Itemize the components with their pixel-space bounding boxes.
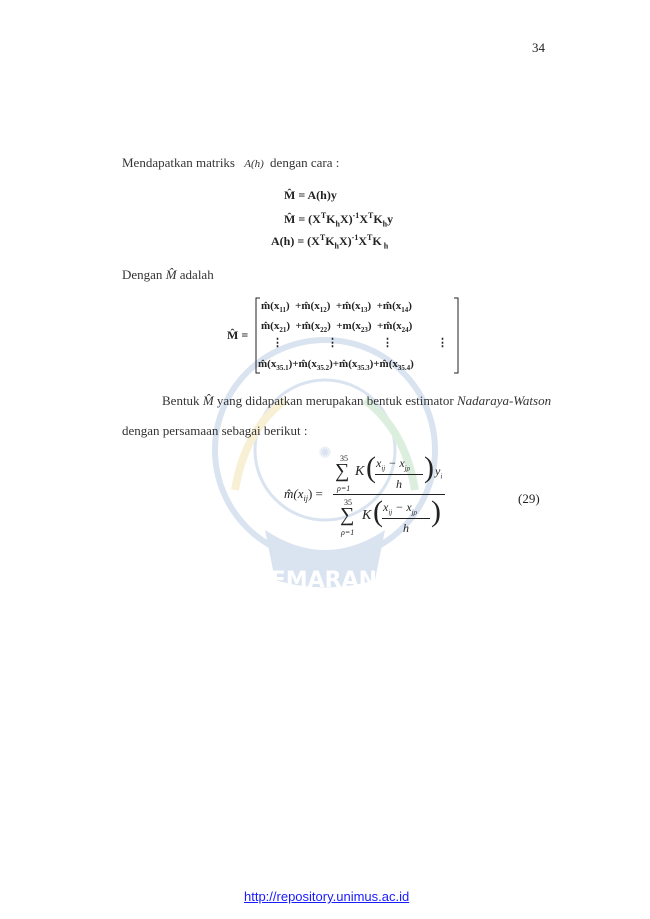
sum-lower-den: ρ=1 <box>341 528 355 537</box>
m-hat-symbol: M̂ <box>165 267 177 282</box>
equation-number: (29) <box>518 491 540 506</box>
equation-1: M̂ = A(h)y <box>284 188 337 202</box>
inner-fraction-line-den <box>382 518 430 519</box>
paren-open-num: ( <box>366 451 376 484</box>
h-den: h <box>403 521 409 535</box>
intro-before: Mendapatkan matriks <box>122 155 235 170</box>
sigma-num: ∑ <box>335 460 350 482</box>
paren-close-den: ) <box>431 495 441 528</box>
page-number: 34 <box>532 40 545 55</box>
kernel-den: K <box>362 508 372 523</box>
intro-line: Mendapatkan matriks A(h) dengan cara : <box>122 155 339 171</box>
svg-text:✺: ✺ <box>318 443 331 462</box>
matrix-lhs: M̂ = <box>227 328 249 342</box>
paragraph-line-2: dengan persamaan sebagai berikut : <box>122 423 308 438</box>
main-fraction-line <box>333 494 445 495</box>
matrix-row-last: m̂(x35.1)+m̂(x35.2)+m̂(x35.3)+m̂(x35.4) <box>258 358 414 373</box>
matrix-row-1: m̂(x11) +m̂(x12) +m̂(x13) +m̂(x14) <box>261 300 412 315</box>
equation-2: M̂ = (XTKhX)-1XTKhy <box>284 211 394 229</box>
equation-3: A(h) = (XTKhX)-1XTK h <box>271 233 389 251</box>
paren-close-num: ) <box>424 451 434 484</box>
sum-upper-num: 35 <box>340 454 348 463</box>
sum-upper-den: 35 <box>344 498 352 507</box>
kernel-num: K <box>355 464 365 479</box>
sigma-den: ∑ <box>340 504 355 526</box>
dengan-line: Dengan M̂ adalah <box>122 267 214 282</box>
matrix-brackets <box>255 297 459 374</box>
intro-after: dengan cara : <box>270 155 340 170</box>
inner-fraction-line-num <box>375 474 423 475</box>
y-i: yi <box>435 464 443 481</box>
matrix-row-2: m̂(x21) +m̂(x22) +m(x23) +m̂(x24) <box>261 320 413 335</box>
watermark-text-bottom: SEMARANG <box>255 568 395 593</box>
formula-lhs: m̂(xij) = <box>284 486 323 503</box>
h-num: h <box>396 477 402 491</box>
intro-symbol: A(h) <box>244 158 264 170</box>
den-top: xij − xjρ <box>383 500 417 517</box>
university-logo-watermark: ✺ SEMARANG <box>212 337 438 593</box>
paren-open-den: ( <box>373 495 383 528</box>
matrix-row-dots: ⋮⋮⋮⋮ <box>272 337 492 349</box>
paragraph-line-1: Bentuk M̂ yang didapatkan merupakan bent… <box>162 393 552 408</box>
sum-lower-num: ρ=1 <box>337 484 351 493</box>
num-top: xij − xjρ <box>376 456 410 473</box>
repository-link[interactable]: http://repository.unimus.ac.id <box>244 889 410 904</box>
